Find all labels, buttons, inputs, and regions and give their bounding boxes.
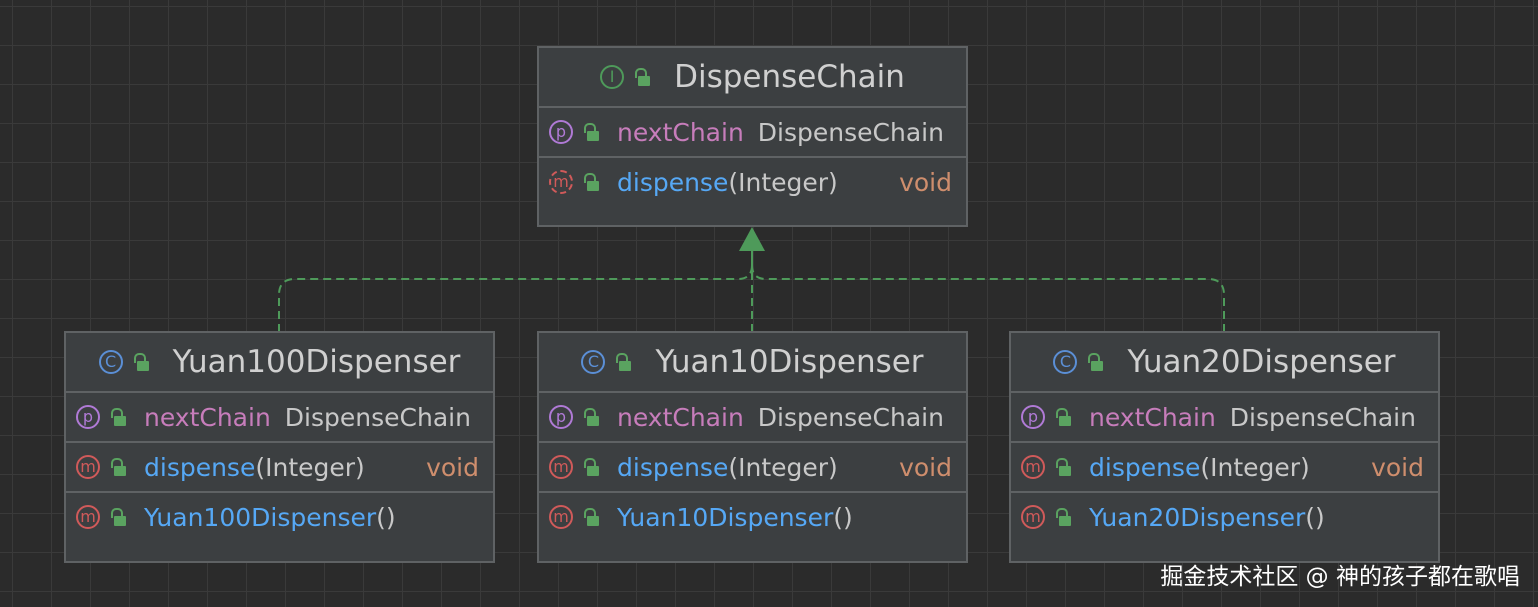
property-type: DispenseChain: [284, 402, 471, 432]
method-icon: m: [549, 505, 573, 529]
method-name: dispense: [617, 167, 729, 197]
lock-icon: [583, 507, 601, 527]
return-type: void: [899, 452, 952, 482]
method-icon: m: [549, 455, 573, 479]
lock-icon: [583, 457, 601, 477]
class-header: C Yuan100Dispenser: [66, 333, 493, 393]
method-params: (Integer): [1200, 452, 1310, 482]
connector-yuan20: [751, 251, 1225, 332]
property-icon: p: [549, 405, 573, 429]
constructor-row[interactable]: m Yuan10Dispenser (): [539, 493, 966, 541]
lock-icon: [110, 407, 128, 427]
method-params: (Integer): [255, 452, 365, 482]
property-name: nextChain: [617, 117, 744, 147]
method-name: dispense: [144, 452, 256, 482]
class-header: C Yuan20Dispenser: [1011, 333, 1438, 393]
property-icon: p: [76, 405, 100, 429]
return-type: void: [426, 452, 479, 482]
property-name: nextChain: [144, 402, 271, 432]
constructor-params: (): [376, 502, 396, 532]
constructor-row[interactable]: m Yuan20Dispenser (): [1011, 493, 1438, 541]
property-type: DispenseChain: [1229, 402, 1416, 432]
property-row[interactable]: p nextChain DispenseChain: [1011, 393, 1438, 443]
class-icon: C: [1053, 350, 1078, 374]
watermark: 掘金技术社区 @ 神的孩子都在歌唱: [1160, 564, 1520, 590]
class-header: C Yuan10Dispenser: [539, 333, 966, 393]
class-icon: C: [581, 350, 606, 374]
property-row[interactable]: p nextChain DispenseChain: [539, 393, 966, 443]
lock-icon: [1055, 507, 1073, 527]
class-title: Yuan20Dispenser: [1127, 344, 1396, 380]
method-params: (Integer): [728, 452, 838, 482]
constructor-row[interactable]: m Yuan100Dispenser (): [66, 493, 493, 541]
constructor-name: Yuan100Dispenser: [144, 502, 377, 532]
method-name: dispense: [617, 452, 729, 482]
method-icon: m: [1021, 505, 1045, 529]
class-title: Yuan10Dispenser: [655, 344, 924, 380]
interface-icon: I: [600, 65, 625, 89]
interface-title: DispenseChain: [674, 59, 905, 95]
interface-header: I DispenseChain: [539, 48, 966, 108]
method-icon: m: [1021, 455, 1045, 479]
return-type: void: [899, 167, 952, 197]
lock-icon: [133, 352, 151, 372]
property-row[interactable]: p nextChain DispenseChain: [66, 393, 493, 443]
interface-dispensechain[interactable]: I DispenseChain p nextChain DispenseChai…: [537, 46, 968, 227]
class-yuan10dispenser[interactable]: C Yuan10Dispenser p nextChain DispenseCh…: [537, 331, 968, 563]
lock-icon: [583, 172, 601, 192]
method-row[interactable]: m dispense (Integer) void: [66, 443, 493, 493]
property-type: DispenseChain: [757, 117, 944, 147]
method-row[interactable]: m dispense (Integer) void: [539, 158, 966, 206]
return-type: void: [1371, 452, 1424, 482]
class-icon: C: [98, 350, 123, 374]
property-icon: p: [549, 120, 573, 144]
method-icon: m: [76, 505, 100, 529]
lock-icon: [583, 122, 601, 142]
method-icon: m: [76, 455, 100, 479]
property-type: DispenseChain: [757, 402, 944, 432]
class-yuan20dispenser[interactable]: C Yuan20Dispenser p nextChain DispenseCh…: [1009, 331, 1440, 563]
lock-icon: [615, 352, 633, 372]
method-name: dispense: [1089, 452, 1201, 482]
method-row[interactable]: m dispense (Integer) void: [1011, 443, 1438, 493]
class-title: Yuan100Dispenser: [172, 344, 461, 380]
lock-icon: [1087, 352, 1105, 372]
constructor-params: (): [1305, 502, 1325, 532]
property-name: nextChain: [1089, 402, 1216, 432]
lock-icon: [583, 407, 601, 427]
constructor-params: (): [833, 502, 853, 532]
abstract-method-icon: m: [549, 170, 573, 194]
lock-icon: [634, 67, 652, 87]
lock-icon: [1055, 407, 1073, 427]
implementation-arrowhead: [739, 227, 765, 251]
property-name: nextChain: [617, 402, 744, 432]
connector-yuan100: [278, 251, 753, 332]
property-icon: p: [1021, 405, 1045, 429]
lock-icon: [110, 507, 128, 527]
lock-icon: [1055, 457, 1073, 477]
method-row[interactable]: m dispense (Integer) void: [539, 443, 966, 493]
class-yuan100dispenser[interactable]: C Yuan100Dispenser p nextChain DispenseC…: [64, 331, 495, 563]
method-params: (Integer): [728, 167, 838, 197]
constructor-name: Yuan10Dispenser: [617, 502, 834, 532]
property-row[interactable]: p nextChain DispenseChain: [539, 108, 966, 158]
constructor-name: Yuan20Dispenser: [1089, 502, 1306, 532]
lock-icon: [110, 457, 128, 477]
